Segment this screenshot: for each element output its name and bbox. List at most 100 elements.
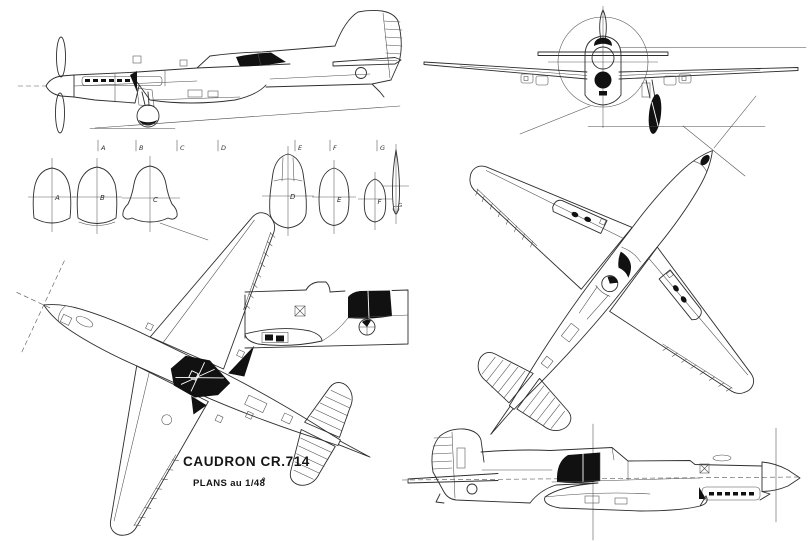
spinner (45, 74, 75, 98)
tailplane-plan (477, 352, 572, 435)
cross-section-e: E (312, 160, 356, 234)
cross-section-b: B (72, 158, 122, 234)
hatch-x-marker (294, 305, 306, 317)
gear-leg (141, 91, 150, 106)
gear-front (641, 79, 662, 134)
rudder-tab (456, 447, 466, 469)
canopy-glazing (236, 52, 286, 67)
station-label: F (333, 144, 337, 152)
exhaust-stubs-right (709, 492, 754, 496)
gun-pods-front (520, 73, 692, 86)
tail-skid (435, 493, 445, 504)
station-label: D (221, 144, 226, 152)
tail-skid (371, 83, 385, 98)
right-wing-front (618, 67, 799, 80)
detail-canopy (348, 290, 392, 319)
fuselage-hatch (560, 322, 580, 343)
wing-root-profile (136, 81, 267, 104)
cross-section-a: A (28, 158, 76, 232)
tailplane-plan-bottom (289, 382, 371, 486)
section-label: D (290, 193, 296, 201)
headrest-ring (601, 275, 619, 293)
aileron-ribs (134, 232, 276, 526)
fin-gear-up (431, 428, 485, 473)
cross-section-c: C (122, 156, 180, 232)
inspection-circle (161, 414, 173, 426)
station-label: E (298, 144, 303, 152)
station-label: G (380, 144, 385, 152)
canopy-gear-up (556, 452, 600, 484)
cockpit-plan (578, 246, 641, 320)
title-block: CAUDRON CR.714 PLANS au 1/48 e (183, 454, 310, 489)
station-label: A (100, 144, 105, 152)
radiator-intake (594, 71, 612, 89)
station-label: B (139, 144, 144, 152)
side-view-gear-up (401, 427, 801, 523)
propeller-blade-lower (55, 92, 65, 134)
cross-section-f: F (358, 172, 392, 230)
cross-section-g: G (383, 144, 409, 224)
exhaust-stubs (85, 79, 130, 82)
top-plan-view (469, 150, 754, 435)
spinner-gear-up (761, 461, 801, 492)
section-label: C (153, 196, 158, 204)
section-label: B (100, 194, 105, 202)
bottom-plan-view (16, 212, 371, 536)
cross-section-d: D (262, 146, 314, 236)
construction-line (713, 95, 757, 149)
gear-door (136, 87, 155, 107)
fuselage-hatch (244, 394, 268, 414)
propeller-blade-upper (56, 36, 66, 78)
fuselage-detail-sketch (244, 281, 409, 349)
access-hatch (179, 59, 188, 67)
aileron-ribs-left (475, 189, 533, 248)
station-label: C (180, 144, 185, 152)
tail-underside (432, 471, 531, 504)
side-view-gear-down (18, 9, 403, 134)
rudder-ribs (431, 436, 453, 470)
section-label: E (337, 196, 342, 204)
section-label: A (54, 194, 60, 202)
tailplane-side (332, 57, 402, 67)
drawing-subtitle: PLANS au 1/48 (193, 478, 265, 489)
access-hatch (132, 55, 142, 64)
propeller-disc (557, 16, 649, 108)
cowl-bump (712, 454, 732, 462)
construction-line (519, 105, 591, 135)
canopy-outline (196, 45, 336, 69)
construction-line (159, 222, 209, 241)
cowl-opening (700, 154, 710, 166)
right-wing-plan (609, 246, 754, 394)
wing-root-shadow (130, 71, 137, 92)
carb-intake (75, 316, 94, 328)
construction-line (682, 125, 746, 177)
tail-circle (466, 483, 478, 495)
nose-hatch (59, 313, 73, 326)
canopy-plan-glazing (618, 251, 631, 278)
gun-pod-fairings (552, 199, 702, 321)
aileron-ribs-right (662, 346, 732, 392)
canopy-front (594, 37, 612, 46)
front-view (423, 6, 807, 134)
main-wheel (136, 104, 160, 128)
wheel-wells (170, 345, 255, 415)
section-label: F (378, 198, 383, 206)
station-ticks: A B C D E F G (97, 139, 385, 152)
drawing-subtitle-superscript: e (262, 477, 266, 483)
cross-sections: A B C D E F (28, 144, 409, 236)
headrest-fairing (305, 281, 346, 293)
left-wing-front (423, 61, 588, 80)
tail-cone-spike (490, 405, 514, 435)
tailplane-front (537, 51, 669, 56)
drawing-title: CAUDRON CR.714 (183, 454, 310, 469)
wing-fairing-gear-up (529, 482, 708, 512)
fuselage-centerline (401, 476, 801, 481)
section-label: G (398, 203, 402, 209)
vertical-fin (334, 9, 402, 81)
rudder-rib-lines (383, 20, 403, 55)
tailplane-gear-up (407, 473, 499, 484)
ground-line-tail-up (94, 105, 401, 129)
exhaust-fairing (81, 76, 163, 86)
